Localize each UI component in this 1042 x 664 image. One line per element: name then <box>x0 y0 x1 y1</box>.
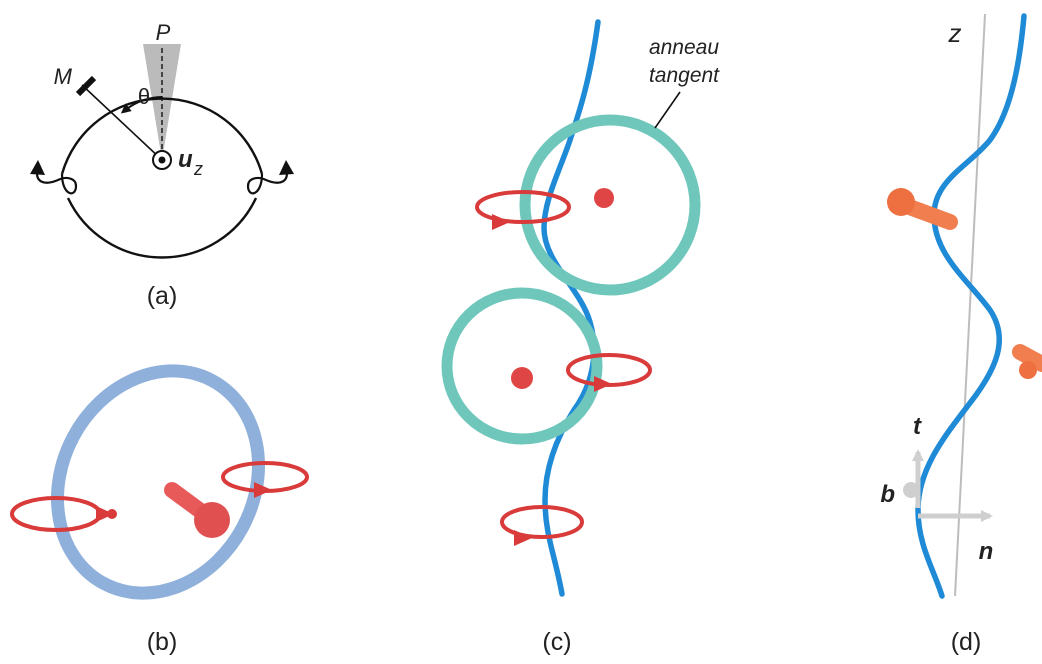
red-loop-c3 <box>500 505 584 539</box>
orange-arrow-lower <box>1012 344 1042 379</box>
caption-b: (b) <box>147 628 178 656</box>
radius-om <box>81 84 163 161</box>
z-axis <box>954 13 986 597</box>
helix-d <box>915 13 1027 599</box>
helix-c <box>541 19 601 597</box>
blue-ring <box>51 364 265 600</box>
teal-ring-upper <box>519 114 701 296</box>
panel-b: (b) <box>10 364 309 656</box>
teal-ring-lower <box>441 287 603 445</box>
panel-a: P M θ u z (a) <box>30 20 294 310</box>
label-b: b <box>880 481 895 508</box>
marker-m <box>75 75 97 97</box>
label-m: M <box>54 64 73 89</box>
label-p: P <box>156 20 171 45</box>
red-dot-lower <box>511 367 533 389</box>
annotation-anneau: anneau <box>649 36 719 59</box>
red-center-arrow <box>164 482 230 538</box>
panel-c: anneau tangent (c) <box>441 19 720 656</box>
orange-arrow-upper <box>887 188 958 230</box>
label-theta: θ <box>138 84 150 109</box>
caption-a: (a) <box>147 282 178 310</box>
right-rotation-loop <box>246 167 288 195</box>
label-uz-sub: z <box>193 159 203 179</box>
angle-arc <box>120 96 163 114</box>
gray-sector <box>143 44 181 160</box>
red-loop-c1 <box>475 190 571 224</box>
caption-c: (c) <box>542 628 571 656</box>
caption-d: (d) <box>951 628 982 656</box>
panel-d: z t b n (d) <box>880 13 1042 656</box>
label-uz: u <box>178 146 193 173</box>
label-z: z <box>948 18 962 48</box>
annotation-pointer <box>654 91 681 129</box>
label-n: n <box>979 538 994 565</box>
left-rotation-loop <box>36 167 78 195</box>
red-loop-c2 <box>566 353 652 387</box>
vector-b-dot <box>903 482 919 498</box>
annotation-tangent: tangent <box>649 64 720 87</box>
red-dot-upper <box>594 188 614 208</box>
label-t: t <box>913 413 922 440</box>
